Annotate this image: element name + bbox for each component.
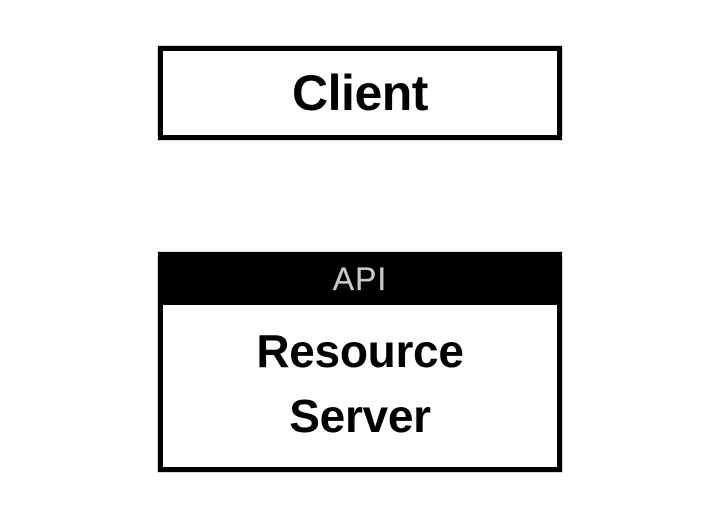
node-resource-server-api-band: API [158,252,562,305]
node-client[interactable]: Client [158,46,562,140]
node-resource-server-api-label: API [332,260,388,297]
node-resource-server-body: Resource Server [163,305,557,467]
node-resource-server[interactable]: API Resource Server [158,252,562,472]
node-client-label: Client [292,65,428,121]
node-resource-server-label: Resource Server [256,324,464,442]
